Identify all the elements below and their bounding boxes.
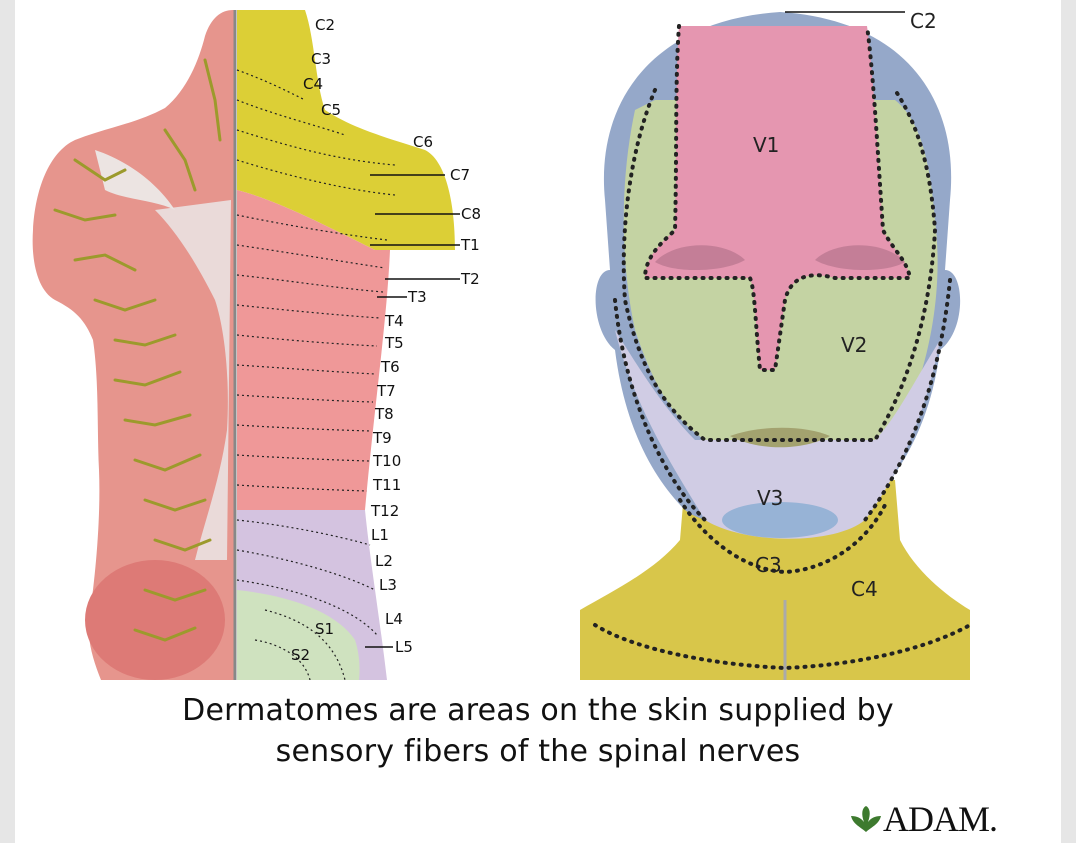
label-v2: V2 — [841, 333, 867, 357]
adam-logo: ADAM. — [849, 795, 997, 843]
label-head-c2: C2 — [910, 9, 937, 33]
image-card: C2 C3 C4 C5 C6 C7 C8 T1 T2 T3 T4 T5 T6 T… — [15, 0, 1061, 843]
adam-logo-text: ADAM. — [883, 798, 997, 840]
label-head-c3: C3 — [755, 553, 782, 577]
label-v1: V1 — [753, 133, 779, 157]
caption-line-1: Dermatomes are areas on the skin supplie… — [15, 690, 1061, 731]
label-head-c4: C4 — [851, 577, 878, 601]
label-v3: V3 — [757, 486, 783, 510]
figure-caption: Dermatomes are areas on the skin supplie… — [15, 690, 1061, 772]
leaf-icon — [849, 804, 883, 834]
head-dermatome-figure: C2 V1 V2 V3 C3 C4 — [15, 0, 1061, 680]
caption-line-2: sensory fibers of the spinal nerves — [15, 731, 1061, 772]
